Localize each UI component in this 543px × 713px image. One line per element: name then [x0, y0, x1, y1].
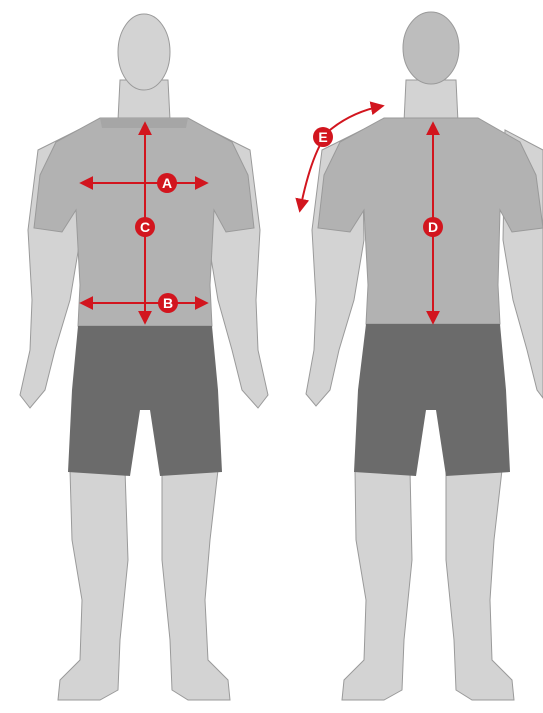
- badge-d-letter: D: [428, 219, 438, 235]
- back-shorts: [354, 324, 510, 476]
- front-head: [118, 14, 170, 90]
- badge-a: A: [157, 173, 177, 193]
- back-neck: [404, 80, 458, 122]
- badge-c: C: [135, 217, 155, 237]
- back-head: [403, 12, 459, 84]
- front-right-leg: [162, 470, 230, 700]
- back-left-leg: [342, 470, 412, 700]
- front-figure: [20, 14, 268, 700]
- badge-a-letter: A: [162, 175, 172, 191]
- badge-b-letter: B: [163, 295, 173, 311]
- front-shorts: [68, 326, 222, 476]
- badge-d: D: [423, 217, 443, 237]
- badge-c-letter: C: [140, 219, 150, 235]
- back-right-leg: [446, 470, 514, 700]
- badge-e: E: [313, 127, 333, 147]
- badge-b: B: [158, 293, 178, 313]
- badge-e-letter: E: [318, 129, 327, 145]
- back-figure: [306, 12, 543, 700]
- front-left-leg: [58, 470, 128, 700]
